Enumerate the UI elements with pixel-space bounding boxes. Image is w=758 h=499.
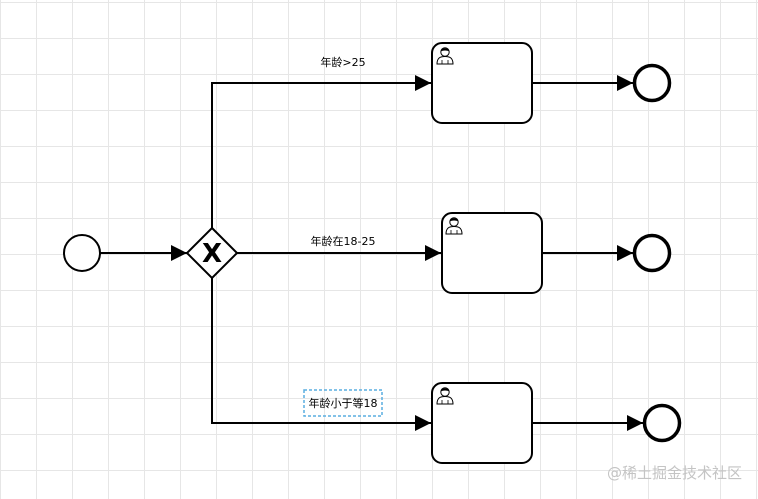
flow-label-bottom[interactable]: 年龄小于等18 bbox=[309, 396, 378, 410]
gateway-x-icon: X bbox=[202, 239, 222, 269]
end-event-bottom[interactable] bbox=[642, 403, 682, 443]
sequence-flow-top[interactable] bbox=[211, 75, 431, 228]
end-event-top[interactable] bbox=[632, 63, 672, 103]
flow-label-middle[interactable]: 年龄在18-25 bbox=[311, 234, 376, 248]
watermark: @稀土掘金技术社区 bbox=[606, 464, 742, 482]
user-task-bottom[interactable] bbox=[431, 382, 533, 464]
flow-label-top[interactable]: 年龄>25 bbox=[320, 55, 365, 69]
end-event-middle[interactable] bbox=[632, 233, 672, 273]
user-task-top[interactable] bbox=[431, 42, 533, 124]
sequence-flow-bottom[interactable] bbox=[211, 278, 431, 431]
exclusive-gateway[interactable]: X bbox=[185, 226, 239, 280]
start-event[interactable] bbox=[63, 234, 101, 272]
user-task-middle[interactable] bbox=[441, 212, 543, 294]
label-selection-box bbox=[303, 389, 383, 417]
